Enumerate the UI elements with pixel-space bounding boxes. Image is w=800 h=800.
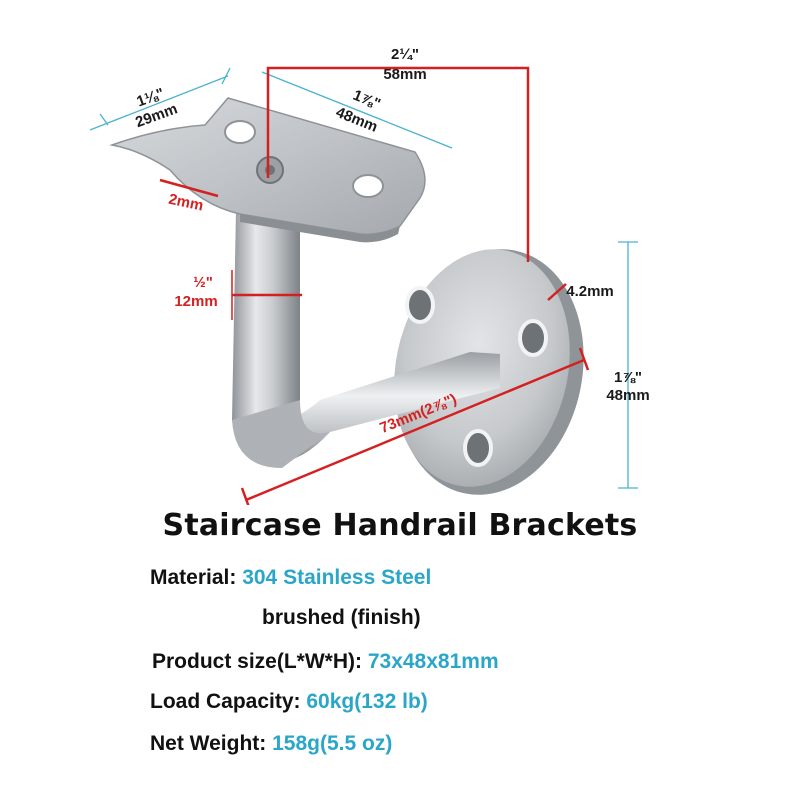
flange-screw-hole-3 bbox=[463, 429, 493, 467]
spec-material: Material: 304 Stainless Steel bbox=[150, 566, 431, 590]
size-value: 73x48x81mm bbox=[367, 650, 499, 673]
weight-value: 158g(5.5 oz) bbox=[272, 732, 393, 755]
load-label: Load Capacity: bbox=[150, 690, 301, 713]
blue-dimension-lines bbox=[89, 67, 638, 489]
spec-finish: brushed (finish) bbox=[262, 606, 421, 630]
weight-label: Net Weight: bbox=[150, 732, 267, 755]
spec-load: Load Capacity: 60kg(132 lb) bbox=[150, 690, 428, 714]
flange-screw-hole-1 bbox=[405, 286, 435, 324]
finish-value: brushed (finish) bbox=[262, 606, 421, 629]
plate-screw-hole-1 bbox=[224, 120, 256, 144]
material-label: Material: bbox=[150, 566, 237, 589]
flange-thickness-label: 4.2mm bbox=[566, 283, 614, 300]
plate-screw-hole-2 bbox=[352, 174, 384, 198]
bracket-rod bbox=[232, 210, 500, 468]
offset-mm-label: 58mm bbox=[383, 66, 426, 83]
load-value: 60kg(132 lb) bbox=[306, 690, 428, 713]
red-dimension-lines bbox=[159, 66, 590, 505]
plate-thickness-label: 2mm bbox=[167, 191, 205, 215]
spec-size: Product size(L*W*H): 73x48x81mm bbox=[152, 650, 499, 674]
flange-diameter-mm-label: 48mm bbox=[606, 387, 649, 404]
rod-diameter-mm-label: 12mm bbox=[174, 293, 217, 310]
product-title: Staircase Handrail Brackets bbox=[162, 508, 638, 543]
flange-screw-hole-2 bbox=[518, 319, 548, 357]
bracket-diagram: 1⅛" 29mm 1⅞" 48mm 2¼" 58mm 2mm ½" 12mm 4… bbox=[89, 46, 650, 505]
flange-diameter-fraction-label: 1⅞" bbox=[614, 369, 642, 386]
material-value: 304 Stainless Steel bbox=[242, 566, 432, 589]
spec-weight: Net Weight: 158g(5.5 oz) bbox=[150, 732, 392, 756]
size-label: Product size(L*W*H): bbox=[152, 650, 362, 673]
offset-fraction-label: 2¼" bbox=[391, 46, 419, 63]
rod-diameter-fraction-label: ½" bbox=[193, 274, 213, 291]
